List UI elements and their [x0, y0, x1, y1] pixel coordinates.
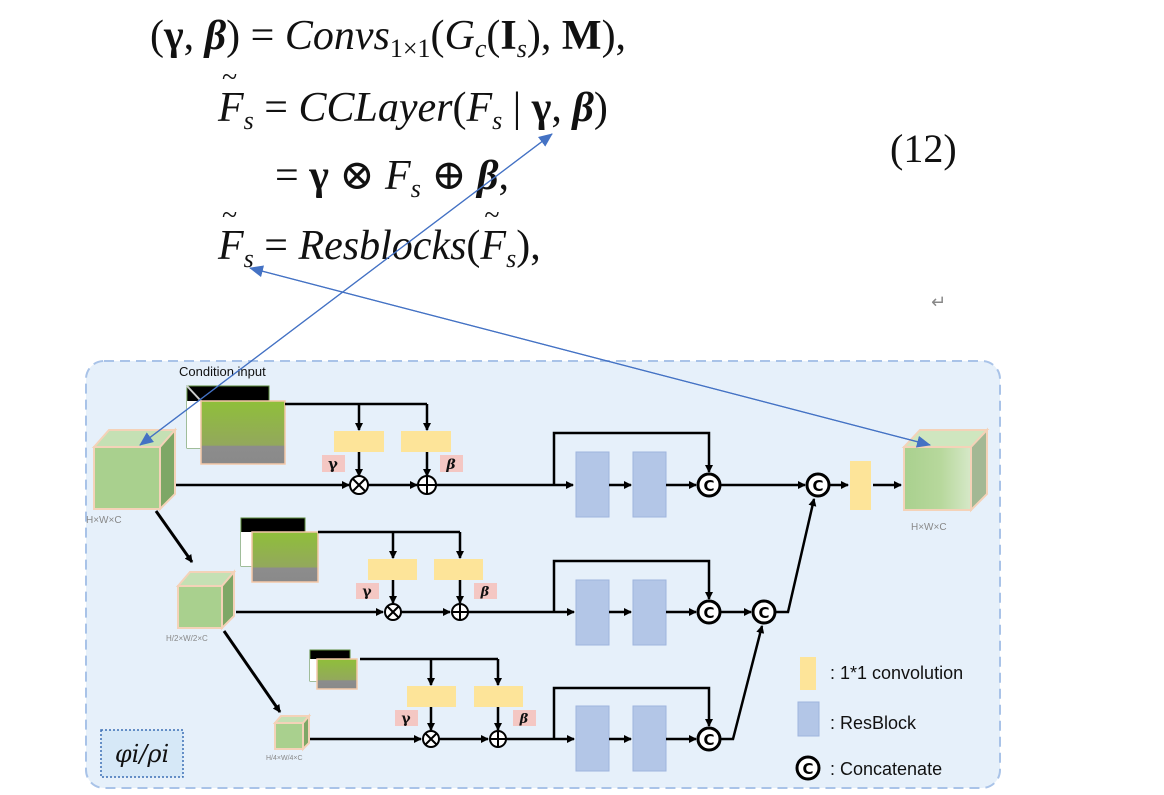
- svg-text:C: C: [812, 477, 823, 495]
- resblock-3b: [632, 705, 667, 772]
- gamma-label-1: γ: [328, 455, 338, 473]
- gamma-tag-3: [395, 710, 418, 726]
- beta-tag-1: [440, 455, 463, 472]
- scale-2-row: H/2×W/2×C γ β: [154, 498, 817, 646]
- gamma-tag-1: [322, 455, 345, 472]
- concat-node-merge: C: [751, 599, 777, 625]
- scale-3-row: H/4×W/4×C γ β: [222, 625, 765, 772]
- gamma-label-2: γ: [362, 584, 372, 600]
- legend-concat-icon: [795, 755, 821, 781]
- svg-text:C: C: [703, 604, 714, 622]
- svg-text:C: C: [758, 604, 769, 622]
- resblock-2b: [632, 579, 667, 646]
- input-cube-1: [91, 427, 178, 512]
- gamma-tag-2: [356, 583, 379, 599]
- conv-beta-1: [401, 431, 451, 452]
- concat-node-final: C: [805, 472, 831, 498]
- legend-conv-text: : 1*1 convolution: [830, 663, 963, 683]
- conv-gamma-3: [407, 686, 456, 707]
- equation-lhs-gamma-beta: (γ, β): [150, 13, 241, 59]
- legend-conv-swatch: [800, 657, 816, 690]
- resblock-2a: [575, 579, 610, 646]
- equation-line-2: Fs = CCLayer(Fs | γ, β): [218, 62, 608, 136]
- output-label: H×W×C: [911, 522, 947, 533]
- resblock-1a: [575, 451, 610, 518]
- equation-line-3: = γ ⊗ Fs ⊕ β,: [275, 153, 510, 203]
- concat-node-3: C: [696, 726, 722, 752]
- concat-node-2: C: [696, 599, 722, 625]
- equation-line-1: (γ, β) = Convs1×1(Gc(Is), M),: [150, 13, 627, 63]
- conv-gamma-2: [368, 559, 417, 580]
- multiply-node-3: [422, 730, 440, 748]
- paragraph-return-mark: ↵: [931, 292, 947, 313]
- annotation-arrow-to-equation: [139, 133, 553, 446]
- condition-image-1: [186, 385, 286, 465]
- add-node-3: [489, 730, 507, 748]
- equation-line-4: Fs = Resblocks(Fs),: [218, 200, 541, 274]
- legend-resblock-text: : ResBlock: [830, 713, 917, 733]
- svg-text:C: C: [703, 477, 714, 495]
- conv-gamma-1: [334, 431, 384, 452]
- add-node-2: [451, 603, 469, 621]
- legend-resblock-swatch: [797, 701, 820, 737]
- multiply-node-2: [384, 603, 402, 621]
- beta-tag-3: [513, 710, 536, 726]
- beta-tag-2: [474, 583, 497, 599]
- module-label: φi/ρi: [115, 740, 169, 768]
- scale-1-label: H×W×C: [86, 515, 122, 526]
- legend-concat-text: : Concatenate: [830, 759, 942, 779]
- beta-label-1: β: [445, 457, 456, 473]
- condition-input-label: Condition input: [179, 364, 266, 379]
- module-label-box: [100, 729, 184, 778]
- conv-final: [850, 461, 871, 510]
- scale-1-row: H×W×C γ β: [86, 385, 990, 533]
- svg-text:C: C: [703, 731, 714, 749]
- beta-label-3: β: [519, 712, 529, 727]
- svg-text:C: C: [802, 760, 813, 778]
- conv-beta-2: [434, 559, 483, 580]
- input-cube-2: [175, 569, 237, 631]
- add-node-1: [417, 475, 437, 495]
- resblock-1b: [632, 451, 667, 518]
- input-cube-3: [272, 713, 312, 752]
- condition-image-3: [309, 649, 358, 690]
- resblock-3a: [575, 705, 610, 772]
- scale-2-label: H/2×W/2×C: [166, 634, 208, 643]
- multiply-node-1: [349, 475, 369, 495]
- beta-label-2: β: [480, 585, 490, 600]
- legend: : 1*1 convolution : ResBlock C : Concate…: [795, 657, 963, 781]
- annotation-arrow-to-resblock-eq: [249, 265, 931, 446]
- gamma-label-3: γ: [401, 711, 411, 727]
- condition-image-2: [240, 517, 319, 583]
- scale-3-label: H/4×W/4×C: [266, 755, 303, 762]
- concat-node-1: C: [696, 472, 722, 498]
- conv-beta-3: [474, 686, 523, 707]
